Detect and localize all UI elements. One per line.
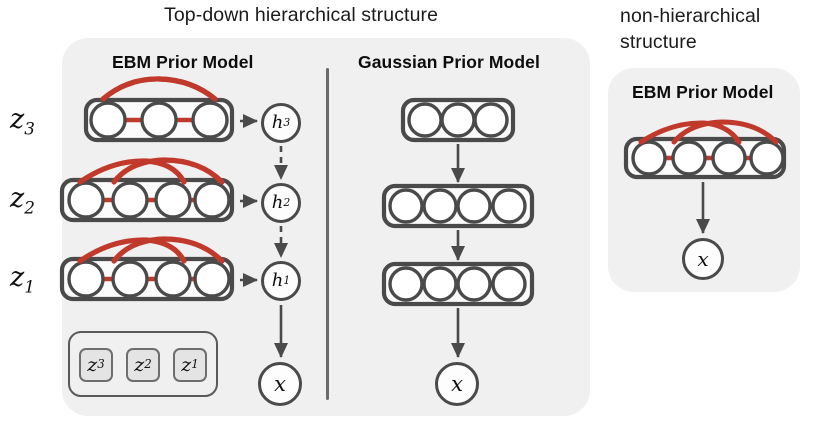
observation-node-x-middle: x bbox=[435, 362, 479, 406]
caption-top-down-structure: Top-down hierarchical structure bbox=[164, 4, 439, 26]
ebm-block-right bbox=[623, 119, 787, 180]
header-gaussian-prior-model: Gaussian Prior Model bbox=[358, 52, 540, 72]
observation-node-x-left: x bbox=[258, 362, 302, 406]
ebm-block-z3 bbox=[83, 76, 235, 143]
header-ebm-prior-model-left: EBM Prior Model bbox=[112, 52, 254, 72]
side-label-z3: z3 bbox=[10, 104, 35, 139]
ebm-block-z2 bbox=[59, 157, 235, 223]
caption-non-hierarchical-structure: non-hierarchical structure bbox=[620, 5, 761, 53]
observation-node-x-right: x bbox=[682, 238, 724, 280]
header-ebm-prior-model-right: EBM Prior Model bbox=[632, 82, 774, 102]
gaussian-block-2 bbox=[381, 183, 535, 229]
gaussian-block-1 bbox=[400, 97, 516, 143]
side-label-z2: z2 bbox=[10, 183, 35, 218]
column-divider bbox=[326, 68, 329, 400]
side-label-z1: z1 bbox=[10, 262, 35, 297]
gaussian-block-3 bbox=[381, 261, 535, 307]
ebm-block-z1 bbox=[59, 236, 235, 302]
